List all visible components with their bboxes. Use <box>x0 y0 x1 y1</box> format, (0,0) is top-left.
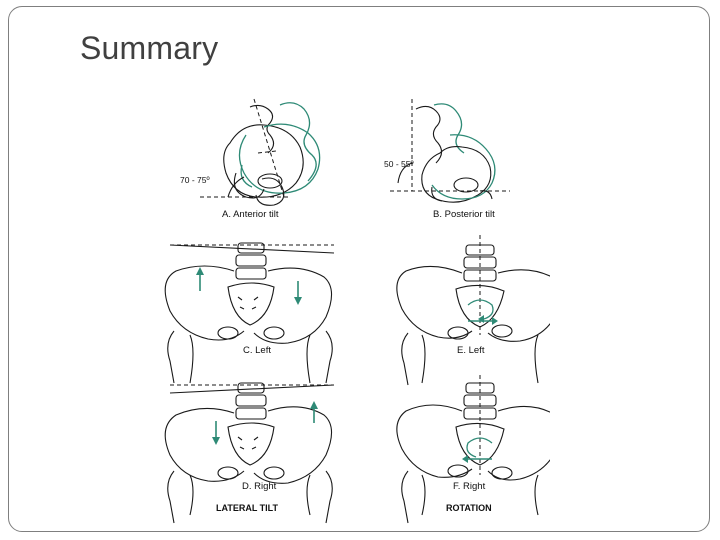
panel-b-caption: B. Posterior tilt <box>433 209 495 220</box>
panel-b-illustration: 50 - 55º <box>384 99 510 203</box>
panel-f-illustration <box>396 375 550 524</box>
panel-c-illustration <box>164 242 335 384</box>
panel-a-angle: 70 - 75º <box>180 175 210 185</box>
slide-title: Summary <box>80 30 219 66</box>
panel-a-illustration: 70 - 75º <box>180 98 321 206</box>
panel-e-caption: E. Left <box>457 345 485 356</box>
pelvis-figure: 70 - 75º A. Anterior tilt 50 - 55º B. Po… <box>164 98 550 524</box>
panel-c-caption: C. Left <box>243 345 271 356</box>
panel-d-illustration <box>164 382 335 524</box>
panel-e-illustration <box>396 235 550 386</box>
panel-a-caption: A. Anterior tilt <box>222 209 279 220</box>
lateral-tilt-label: LATERAL TILT <box>216 503 278 513</box>
panel-f-caption: F. Right <box>453 481 486 492</box>
slide-frame <box>8 6 710 532</box>
rotation-label: ROTATION <box>446 503 492 513</box>
panel-b-angle: 50 - 55º <box>384 159 414 169</box>
panel-d-caption: D. Right <box>242 481 277 492</box>
